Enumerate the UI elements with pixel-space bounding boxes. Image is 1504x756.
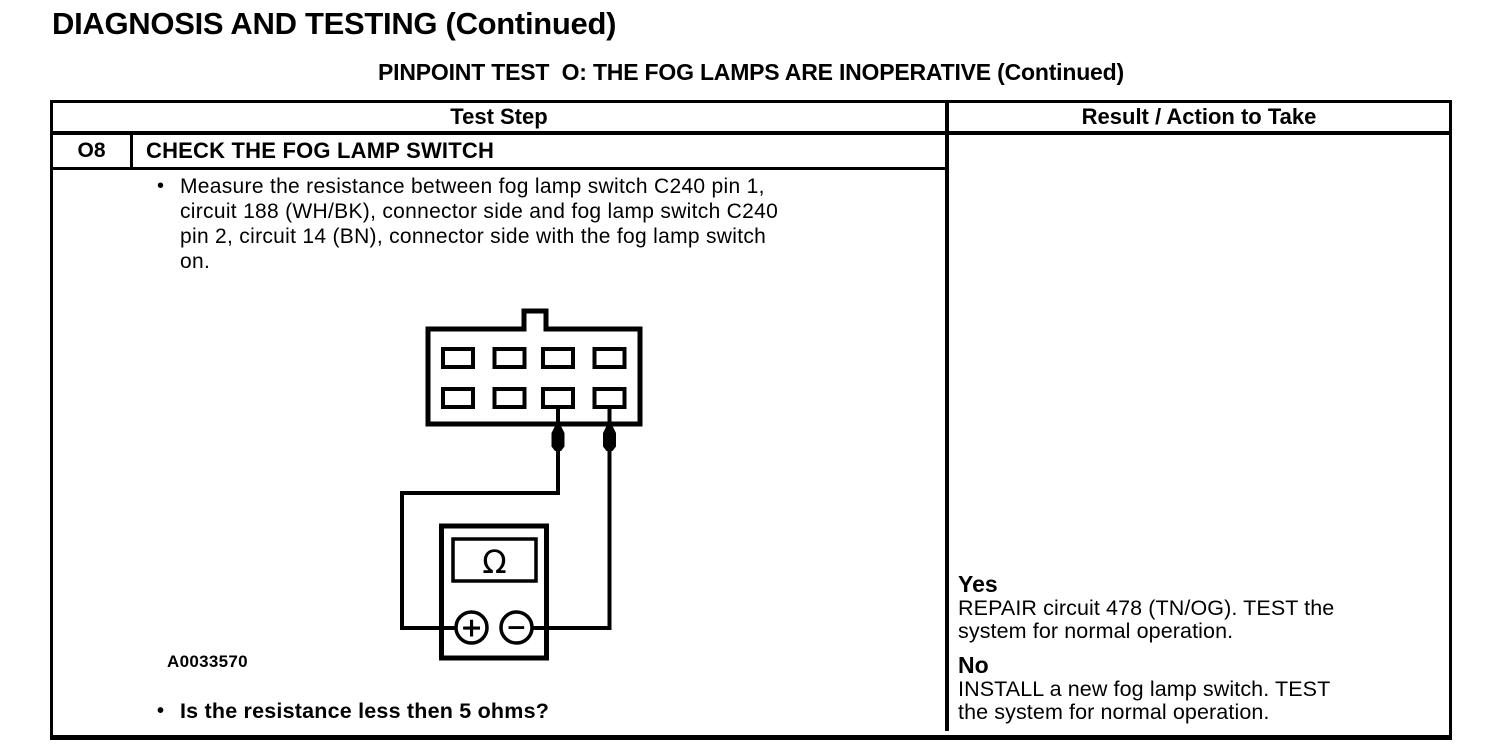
test-probe-leads (400, 407, 616, 630)
probe-tip-icon (551, 424, 565, 451)
step-title: CHECK THE FOG LAMP SWITCH (146, 138, 495, 163)
plus-symbol: + (460, 613, 483, 644)
table-header-row: Test Step Result / Action to Take (53, 103, 1449, 135)
ohmmeter-face: Ω + − (451, 537, 538, 645)
instruction-line: circuit 188 (WH/BK), connector side and … (180, 200, 779, 223)
pinpoint-test-table: Test Step Result / Action to Take O8 CHE… (50, 100, 1452, 740)
step-id: O8 (53, 135, 133, 167)
column-header-test-step: Test Step (53, 103, 949, 131)
minus-symbol: − (506, 613, 527, 642)
page-title: DIAGNOSIS AND TESTING (Continued) (52, 6, 617, 41)
result-no: No INSTALL a new fog lamp switch. TEST t… (958, 652, 1443, 724)
meter-display (451, 537, 538, 583)
pinpoint-test-title: PINPOINT TEST O: THE FOG LAMPS ARE INOPE… (378, 59, 1124, 85)
instruction-text: Measure the resistance between fog lamp … (180, 174, 778, 274)
bullet-icon: • (157, 700, 165, 722)
connector-pin (441, 347, 475, 369)
instruction-line: pin 2, circuit 14 (BN), connector side w… (180, 225, 767, 248)
result-answer: No (958, 652, 989, 678)
step-instruction: • Measure the resistance between fog lam… (157, 174, 778, 274)
bullet-icon: • (157, 175, 165, 197)
resistance-test-diagram: Ω + − (400, 308, 643, 661)
step-content: • Measure the resistance between fog lam… (53, 170, 945, 731)
test-step-cell: O8 CHECK THE FOG LAMP SWITCH • Measure t… (53, 135, 949, 731)
positive-lead-wire (400, 449, 560, 630)
connector-pin (592, 387, 627, 409)
connector-pin (441, 387, 475, 409)
question-text: Is the resistance less then 5 ohms? (180, 699, 550, 723)
negative-lead-wire (532, 449, 612, 630)
action-line: system for normal operation. (958, 619, 1234, 643)
step-heading-row: O8 CHECK THE FOG LAMP SWITCH (53, 135, 945, 170)
result-action-cell: Yes REPAIR circuit 478 (TN/OG). TEST the… (949, 135, 1449, 731)
positive-terminal-icon (454, 610, 489, 645)
ohm-symbol: Ω (482, 543, 506, 581)
figure-id: A0033570 (167, 652, 248, 671)
connector-pin (492, 387, 527, 409)
action-line: REPAIR circuit 478 (TN/OG). TEST the (958, 596, 1335, 620)
instruction-line: on. (180, 250, 211, 273)
probe-tip-icon (603, 424, 616, 451)
connector-pin (492, 347, 527, 369)
step-question: • Is the resistance less then 5 ohms? (157, 699, 549, 724)
negative-terminal-icon (499, 610, 534, 645)
connector-pin (541, 347, 575, 369)
result-yes: Yes REPAIR circuit 478 (TN/OG). TEST the… (958, 571, 1443, 643)
table-body-row: O8 CHECK THE FOG LAMP SWITCH • Measure t… (53, 135, 1449, 731)
instruction-line: Measure the resistance between fog lamp … (180, 175, 765, 198)
fog-lamp-switch-connector-icon (425, 308, 643, 427)
column-header-result-action: Result / Action to Take (1081, 104, 1317, 129)
action-line: INSTALL a new fog lamp switch. TEST (958, 677, 1331, 701)
result-answer: Yes (958, 571, 998, 597)
connector-pin (541, 387, 575, 409)
action-line: the system for normal operation. (958, 700, 1270, 724)
connector-pin (592, 347, 627, 369)
